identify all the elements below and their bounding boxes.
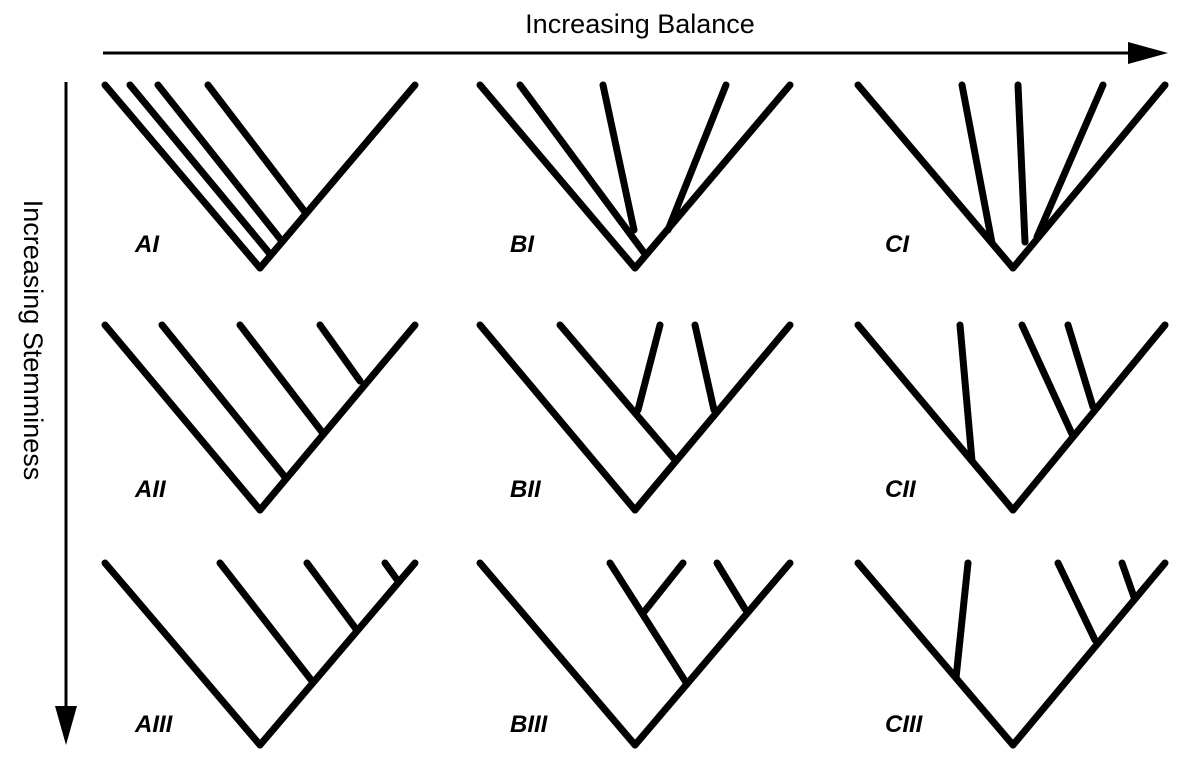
tree-branch <box>952 559 972 682</box>
tree-branch <box>101 81 264 272</box>
panel-label: BIII <box>510 711 549 738</box>
tree-panel-biii: BIII <box>476 559 794 749</box>
vertical-axis-title: Increasing Stemminess <box>18 200 48 481</box>
tree-branch <box>664 81 730 234</box>
panel-label: AII <box>134 476 167 503</box>
tree-branch <box>476 81 639 272</box>
tree-branch <box>854 559 1017 749</box>
tree-branch <box>691 321 718 414</box>
tree-branch <box>101 559 264 749</box>
tree-branch <box>154 81 285 244</box>
tree-panel-aii: AII <box>101 321 419 514</box>
panel-label: BII <box>510 476 542 503</box>
tree-panel-ciii: CIII <box>854 559 1169 749</box>
tree-branch <box>516 81 649 258</box>
tree-panel-bi: BI <box>476 81 794 272</box>
tree-panel-ai: AI <box>101 81 419 272</box>
tree-branch <box>1033 81 1107 241</box>
tree-branch <box>1118 559 1138 601</box>
tree-branch <box>606 559 691 688</box>
tree-branch <box>556 321 680 465</box>
tree-panel-aiii: AIII <box>101 559 419 749</box>
tree-branch <box>476 321 639 514</box>
tree-branch <box>216 559 316 685</box>
panel-label: CI <box>885 231 910 258</box>
tree-panel-cii: CII <box>854 321 1169 514</box>
tree-branch <box>634 321 664 414</box>
panel-label: CII <box>885 476 917 503</box>
tree-panel-ci: CI <box>854 81 1169 272</box>
vertical-axis: Increasing Stemminess <box>18 82 77 745</box>
horizontal-axis-title: Increasing Balance <box>525 9 755 39</box>
tree-branch <box>1064 321 1097 411</box>
tree-branch <box>1009 321 1169 514</box>
tree-branch <box>631 81 794 272</box>
tree-branch <box>631 559 794 749</box>
tree-branch <box>713 559 749 613</box>
tree-branch <box>303 559 360 633</box>
tree-branch <box>256 559 419 749</box>
tree-branch <box>101 321 264 514</box>
tree-branch <box>158 321 289 481</box>
tree-panel-bii: BII <box>476 321 794 514</box>
tree-branch <box>956 321 976 465</box>
tree-branch <box>256 81 419 272</box>
tree-branch <box>631 321 794 514</box>
tree-branch <box>958 81 996 247</box>
tree-branch <box>854 321 1017 514</box>
panel-label: AIII <box>134 711 174 738</box>
tree-branch <box>599 81 638 234</box>
tree-branch <box>236 321 326 436</box>
panel-label: BI <box>510 231 535 258</box>
tree-branch <box>476 559 639 749</box>
tree-branch <box>1054 559 1099 644</box>
tree-branch <box>381 559 402 585</box>
horizontal-arrowhead-icon <box>1128 42 1168 64</box>
panel-label: AI <box>134 231 160 258</box>
tree-branch <box>204 81 309 216</box>
vertical-arrowhead-icon <box>55 706 77 745</box>
tree-branch <box>126 81 274 258</box>
tree-branch <box>1014 81 1029 246</box>
tree-branch <box>854 81 1017 272</box>
tree-branch <box>640 559 687 616</box>
horizontal-axis: Increasing Balance <box>103 9 1168 64</box>
tree-branch <box>1009 559 1169 749</box>
tree-branch <box>1018 321 1076 438</box>
panel-label: CIII <box>885 711 924 738</box>
tree-branch <box>316 321 364 385</box>
